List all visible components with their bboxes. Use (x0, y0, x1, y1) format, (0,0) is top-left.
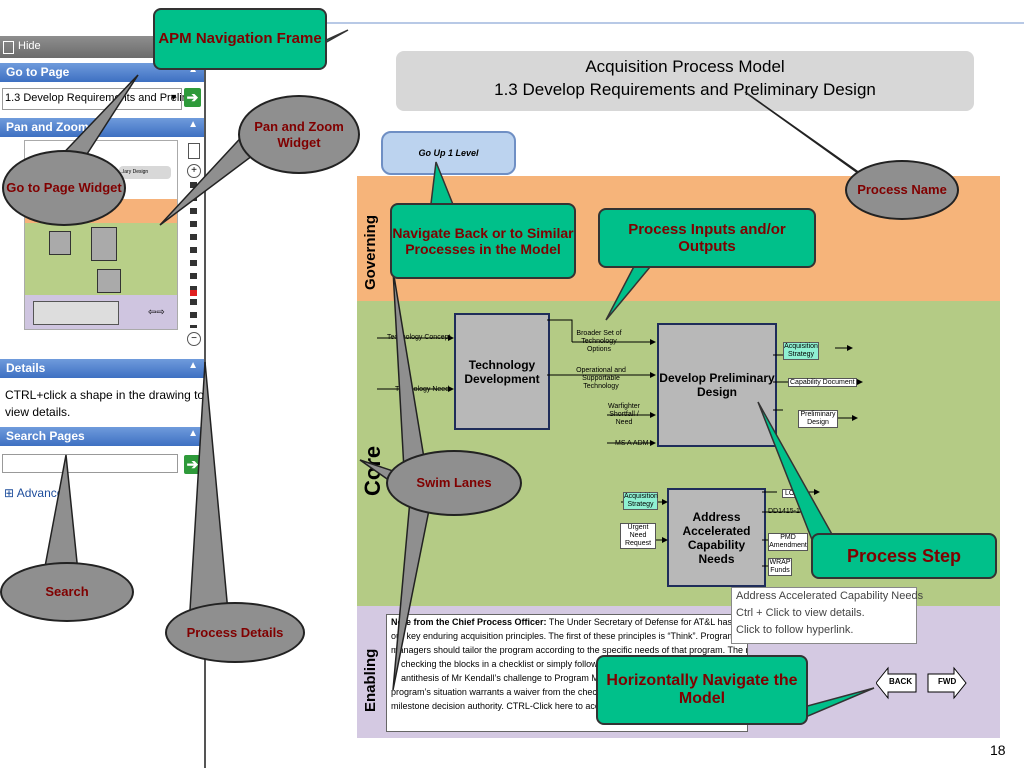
collapse-icon[interactable]: ▲ (188, 119, 198, 130)
io-tag: Acquisition Strategy (623, 492, 658, 510)
fwd-button[interactable]: FWD (938, 677, 957, 686)
io-tag: Acquisition Strategy (783, 342, 819, 360)
io-label: Broader Set of Technology Options (576, 330, 622, 353)
process-name-bubble: Process Name (845, 160, 959, 220)
model-title: Acquisition Process Model (585, 57, 785, 76)
note-line: our key enduring acquisition principles.… (391, 631, 735, 641)
note-heading: Note from the Chief Process Officer: (391, 617, 547, 627)
note-line: antithesis of Mr Kendall’s challenge to … (401, 673, 619, 683)
top-divider-line (0, 22, 1024, 24)
note-line: program’s situation warrants a waiver fr… (391, 687, 610, 697)
zoom-out-icon[interactable]: − (187, 332, 201, 346)
io-tag: PMD Amendment (768, 533, 808, 551)
io-label: Technology Concept (387, 334, 451, 341)
advanced-label: Advanced (16, 486, 71, 500)
details-title: Details (6, 361, 46, 375)
back-arrow-icon[interactable] (876, 666, 917, 700)
process-title-box: Acquisition Process Model 1.3 Develop Re… (396, 51, 974, 111)
expand-icon: ⊞ (4, 486, 17, 500)
technology-development-box[interactable]: Technology Development (454, 313, 550, 430)
page-select[interactable]: 1.3 Develop Requirements and Prelimi ▼ (2, 88, 193, 110)
tooltip-line: Address Accelerated Capability Needs (736, 590, 924, 602)
zoom-thumb[interactable] (190, 290, 197, 296)
note-line: milestone decision authority. CTRL-Click… (391, 701, 614, 711)
zoom-ticks (190, 182, 197, 328)
io-label: Warfighter Shortfall / Need (607, 403, 641, 426)
note-line: Note from the Chief Process Officer: The… (391, 615, 747, 629)
pan-zoom-bubble: Pan and Zoom Widget (238, 95, 360, 174)
page-select-value: 1.3 Develop Requirements and Prelimi (5, 92, 194, 104)
io-tag: Capability Document (788, 378, 857, 387)
search-go-button[interactable]: ➔ (184, 455, 201, 474)
search-pages-header[interactable]: Search Pages ▲ (0, 427, 204, 446)
apm-navigation-callout: APM Navigation Frame (153, 8, 327, 70)
chevron-down-icon[interactable]: ▼ (169, 92, 178, 102)
hide-icon (3, 41, 14, 54)
pan-zoom-title: Pan and Zoom (6, 120, 89, 134)
io-label: Operational and Supportable Technology (576, 367, 626, 390)
hover-tooltip: Address Accelerated Capability Needs Ctr… (731, 587, 924, 644)
swim-lanes-bubble: Swim Lanes (386, 450, 522, 516)
process-step-callout: Process Step (811, 533, 997, 579)
thumb-title: ...lary Design (119, 166, 171, 179)
thumb-box (91, 227, 117, 261)
back-button[interactable]: BACK (889, 677, 913, 686)
details-text: CTRL+click a shape in the drawing to (5, 388, 205, 402)
io-label: Technology Need (395, 386, 450, 393)
note-text: The Under Secretary of Defense for AT&L … (546, 617, 748, 627)
page-icon[interactable] (188, 143, 200, 159)
go-to-page-bubble: Go to Page Widget (2, 150, 126, 226)
io-tag: DD1415-1 (768, 508, 800, 515)
note-line: checking the blocks in a checklist or si… (401, 659, 618, 669)
page-number: 18 (990, 742, 1006, 758)
io-tag: WRAP Funds (768, 558, 792, 576)
search-input[interactable] (2, 454, 178, 473)
process-io-callout: Process Inputs and/or Outputs (598, 208, 816, 268)
address-accelerated-needs-box[interactable]: Address Accelerated Capability Needs (667, 488, 766, 587)
details-text: view details. (5, 405, 71, 419)
thumb-box (97, 269, 121, 293)
io-tag: Preliminary Design (798, 410, 838, 428)
hide-label: Hide (18, 40, 41, 52)
navigate-back-callout: Navigate Back or to Similar Processes in… (390, 203, 576, 279)
search-pages-title: Search Pages (6, 429, 85, 443)
go-to-page-title: Go to Page (6, 65, 70, 79)
search-bubble: Search (0, 562, 134, 622)
go-up-level-button[interactable]: Go Up 1 Level (381, 131, 516, 175)
zoom-in-icon[interactable]: + (187, 164, 201, 178)
enabling-note[interactable]: Note from the Chief Process Officer: The… (386, 614, 748, 732)
thumb-note (33, 301, 119, 325)
details-header[interactable]: Details ▲ (0, 359, 204, 378)
advanced-search-link[interactable]: ⊞ Advanced (4, 486, 70, 500)
collapse-icon[interactable]: ▲ (188, 428, 198, 439)
process-name: 1.3 Develop Requirements and Preliminary… (494, 80, 876, 99)
fwd-arrow-icon[interactable] (927, 666, 967, 700)
tooltip-line: Ctrl + Click to view details. (736, 607, 865, 619)
develop-preliminary-design-box[interactable]: Develop Preliminary Design (657, 323, 777, 447)
thumb-box (49, 231, 71, 255)
io-tag: Urgent Need Request (620, 523, 656, 549)
collapse-icon[interactable]: ▲ (188, 360, 198, 371)
go-to-page-header[interactable]: Go to Page ▲ (0, 63, 204, 82)
nav-arrows (876, 666, 967, 700)
note-line: managers should tailor the program accor… (391, 645, 748, 655)
horizontal-nav-callout: Horizontally Navigate the Model (596, 655, 808, 725)
process-details-bubble: Process Details (165, 602, 305, 663)
go-button[interactable]: ➔ (184, 88, 201, 107)
zoom-slider[interactable] (190, 182, 197, 328)
thumb-nav-arrows: ⇦⇨ (148, 307, 165, 318)
io-label: MS A ADM (615, 440, 649, 447)
tooltip-line: Click to follow hyperlink. (736, 624, 854, 636)
